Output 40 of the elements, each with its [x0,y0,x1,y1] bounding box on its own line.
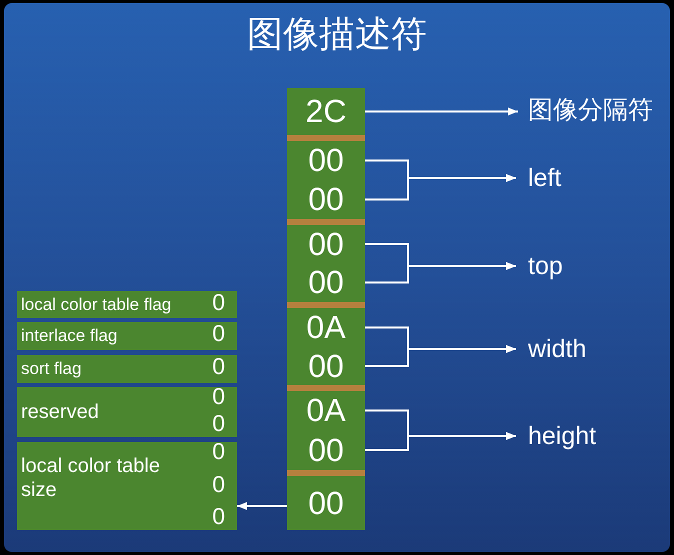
field-label: height [528,421,596,451]
byte-cell: 0A [287,308,365,347]
bit-value: 0 [212,412,225,435]
bit-field-row [17,355,237,383]
arrow [365,262,516,284]
field-name: sort flag [21,358,82,380]
title: 图像描述符 [246,12,428,56]
arrow [237,502,287,510]
field-label: top [528,251,563,281]
field-name: interlace flag [21,325,118,347]
byte-cell: 00 [287,476,365,530]
byte-cell: 00 [287,347,365,385]
arrow [365,345,516,367]
field-name: local color table size [21,454,161,502]
field-name: reserved [21,400,100,424]
bit-field-row [17,322,237,350]
bit-value: 0 [212,322,225,345]
bit-value: 0 [212,472,225,496]
bit-value: 0 [212,505,225,528]
byte-cell: 00 [287,225,365,263]
byte-cell: 0A [287,391,365,430]
field-label: width [528,334,586,364]
arrow [365,432,516,451]
bit-value: 0 [212,355,225,378]
bit-field-row [17,387,237,437]
byte-cell: 00 [287,430,365,470]
bit-value: 0 [212,440,225,463]
bit-field-row [17,291,237,318]
bit-field-row [17,442,237,530]
arrow [365,108,518,116]
field-name: local color table flag [21,294,172,316]
arrow [365,174,516,200]
bit-value: 0 [212,291,225,314]
byte-cell: 00 [287,263,365,302]
byte-cell: 00 [287,141,365,180]
byte-cell: 2C [287,88,365,135]
bit-value: 0 [212,385,225,408]
byte-cell: 00 [287,180,365,219]
field-label: left [528,163,562,193]
field-label: 图像分隔符 [528,95,653,125]
